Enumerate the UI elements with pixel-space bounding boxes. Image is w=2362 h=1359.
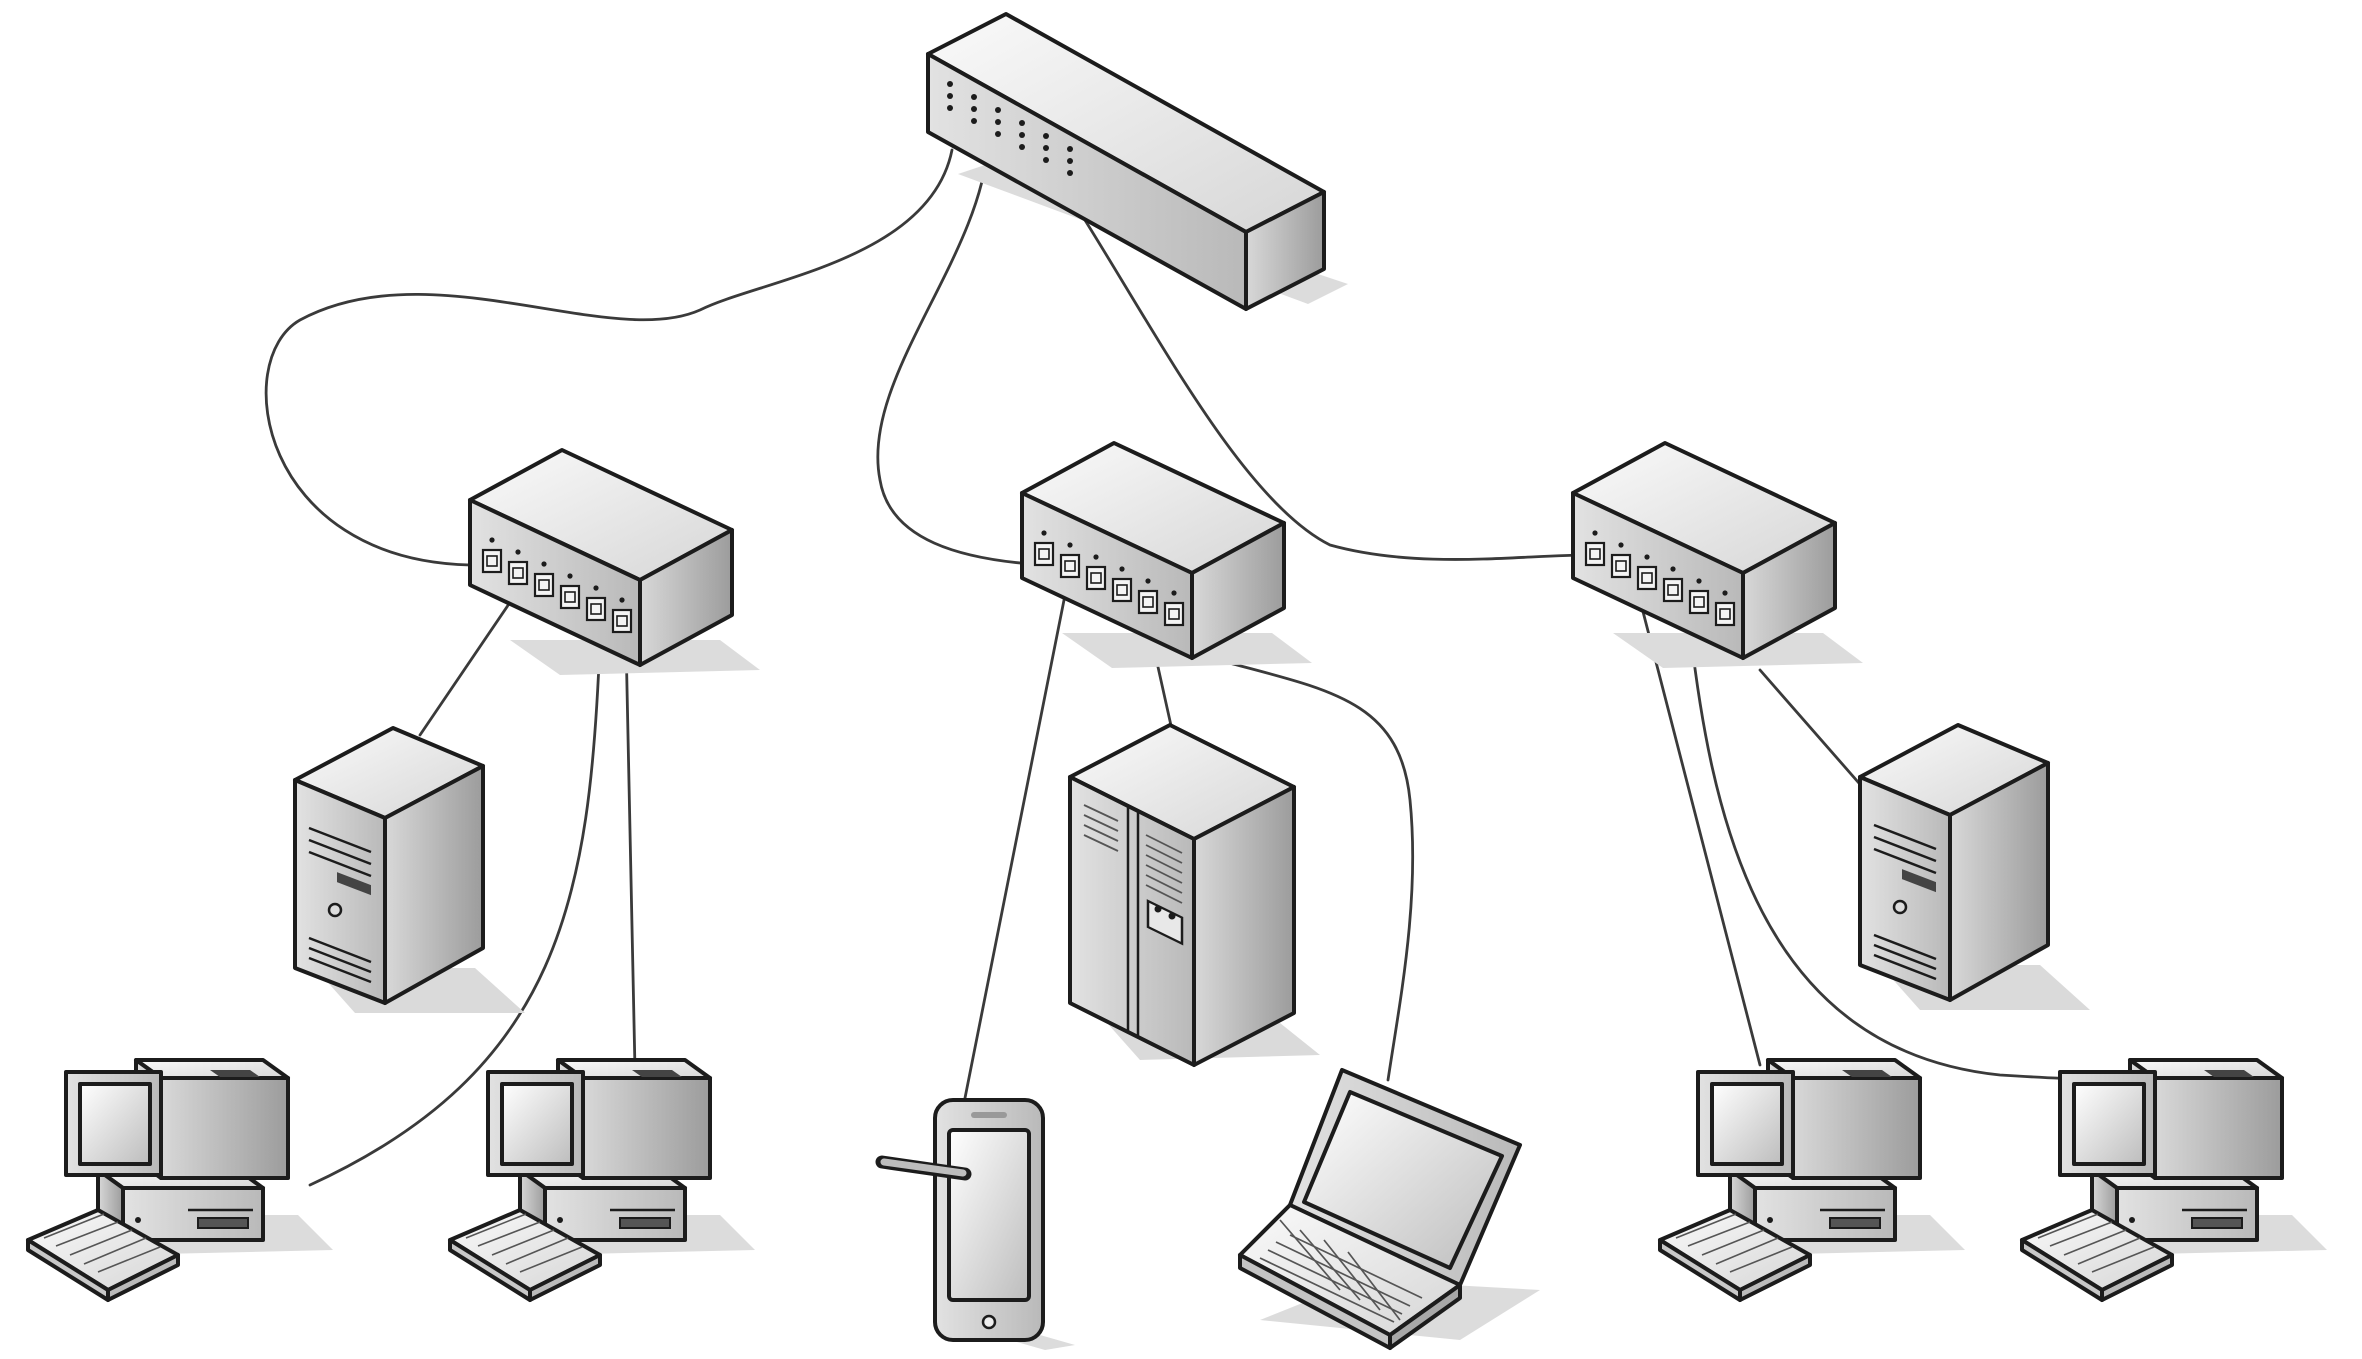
cable-right-switch-to-pc3 — [1638, 598, 1762, 1067]
cable-right-switch-to-server — [1758, 668, 1867, 792]
cable-center-switch-to-laptop — [1216, 658, 1415, 1082]
stylus-icon — [875, 1155, 972, 1181]
desktop-pc-1 — [26, 1058, 335, 1302]
cables — [264, 143, 2137, 1187]
cable-core-to-left-switch — [264, 148, 954, 567]
cable-left-switch-to-pc1 — [308, 638, 602, 1187]
cable-left-switch-to-server — [418, 593, 517, 737]
server-right — [1858, 723, 2092, 1012]
switch-center — [1022, 443, 1312, 668]
desktop-pc-3 — [1658, 1058, 1967, 1302]
desktop-pc-2 — [448, 1058, 757, 1302]
core-switch — [926, 12, 1348, 311]
server-left — [293, 726, 527, 1015]
cable-core-to-right-switch — [1064, 188, 1592, 561]
server-center — [1068, 723, 1320, 1067]
cable-core-to-center-switch — [876, 143, 1047, 567]
tablet — [933, 1098, 1075, 1350]
desktop-pc-4 — [2020, 1058, 2329, 1302]
cable-left-switch-to-pc2 — [624, 638, 637, 1072]
switch-right — [1573, 443, 1863, 668]
laptop — [1238, 1068, 1540, 1350]
cable-center-switch-to-tablet — [961, 578, 1070, 1110]
switch-left — [470, 450, 760, 675]
